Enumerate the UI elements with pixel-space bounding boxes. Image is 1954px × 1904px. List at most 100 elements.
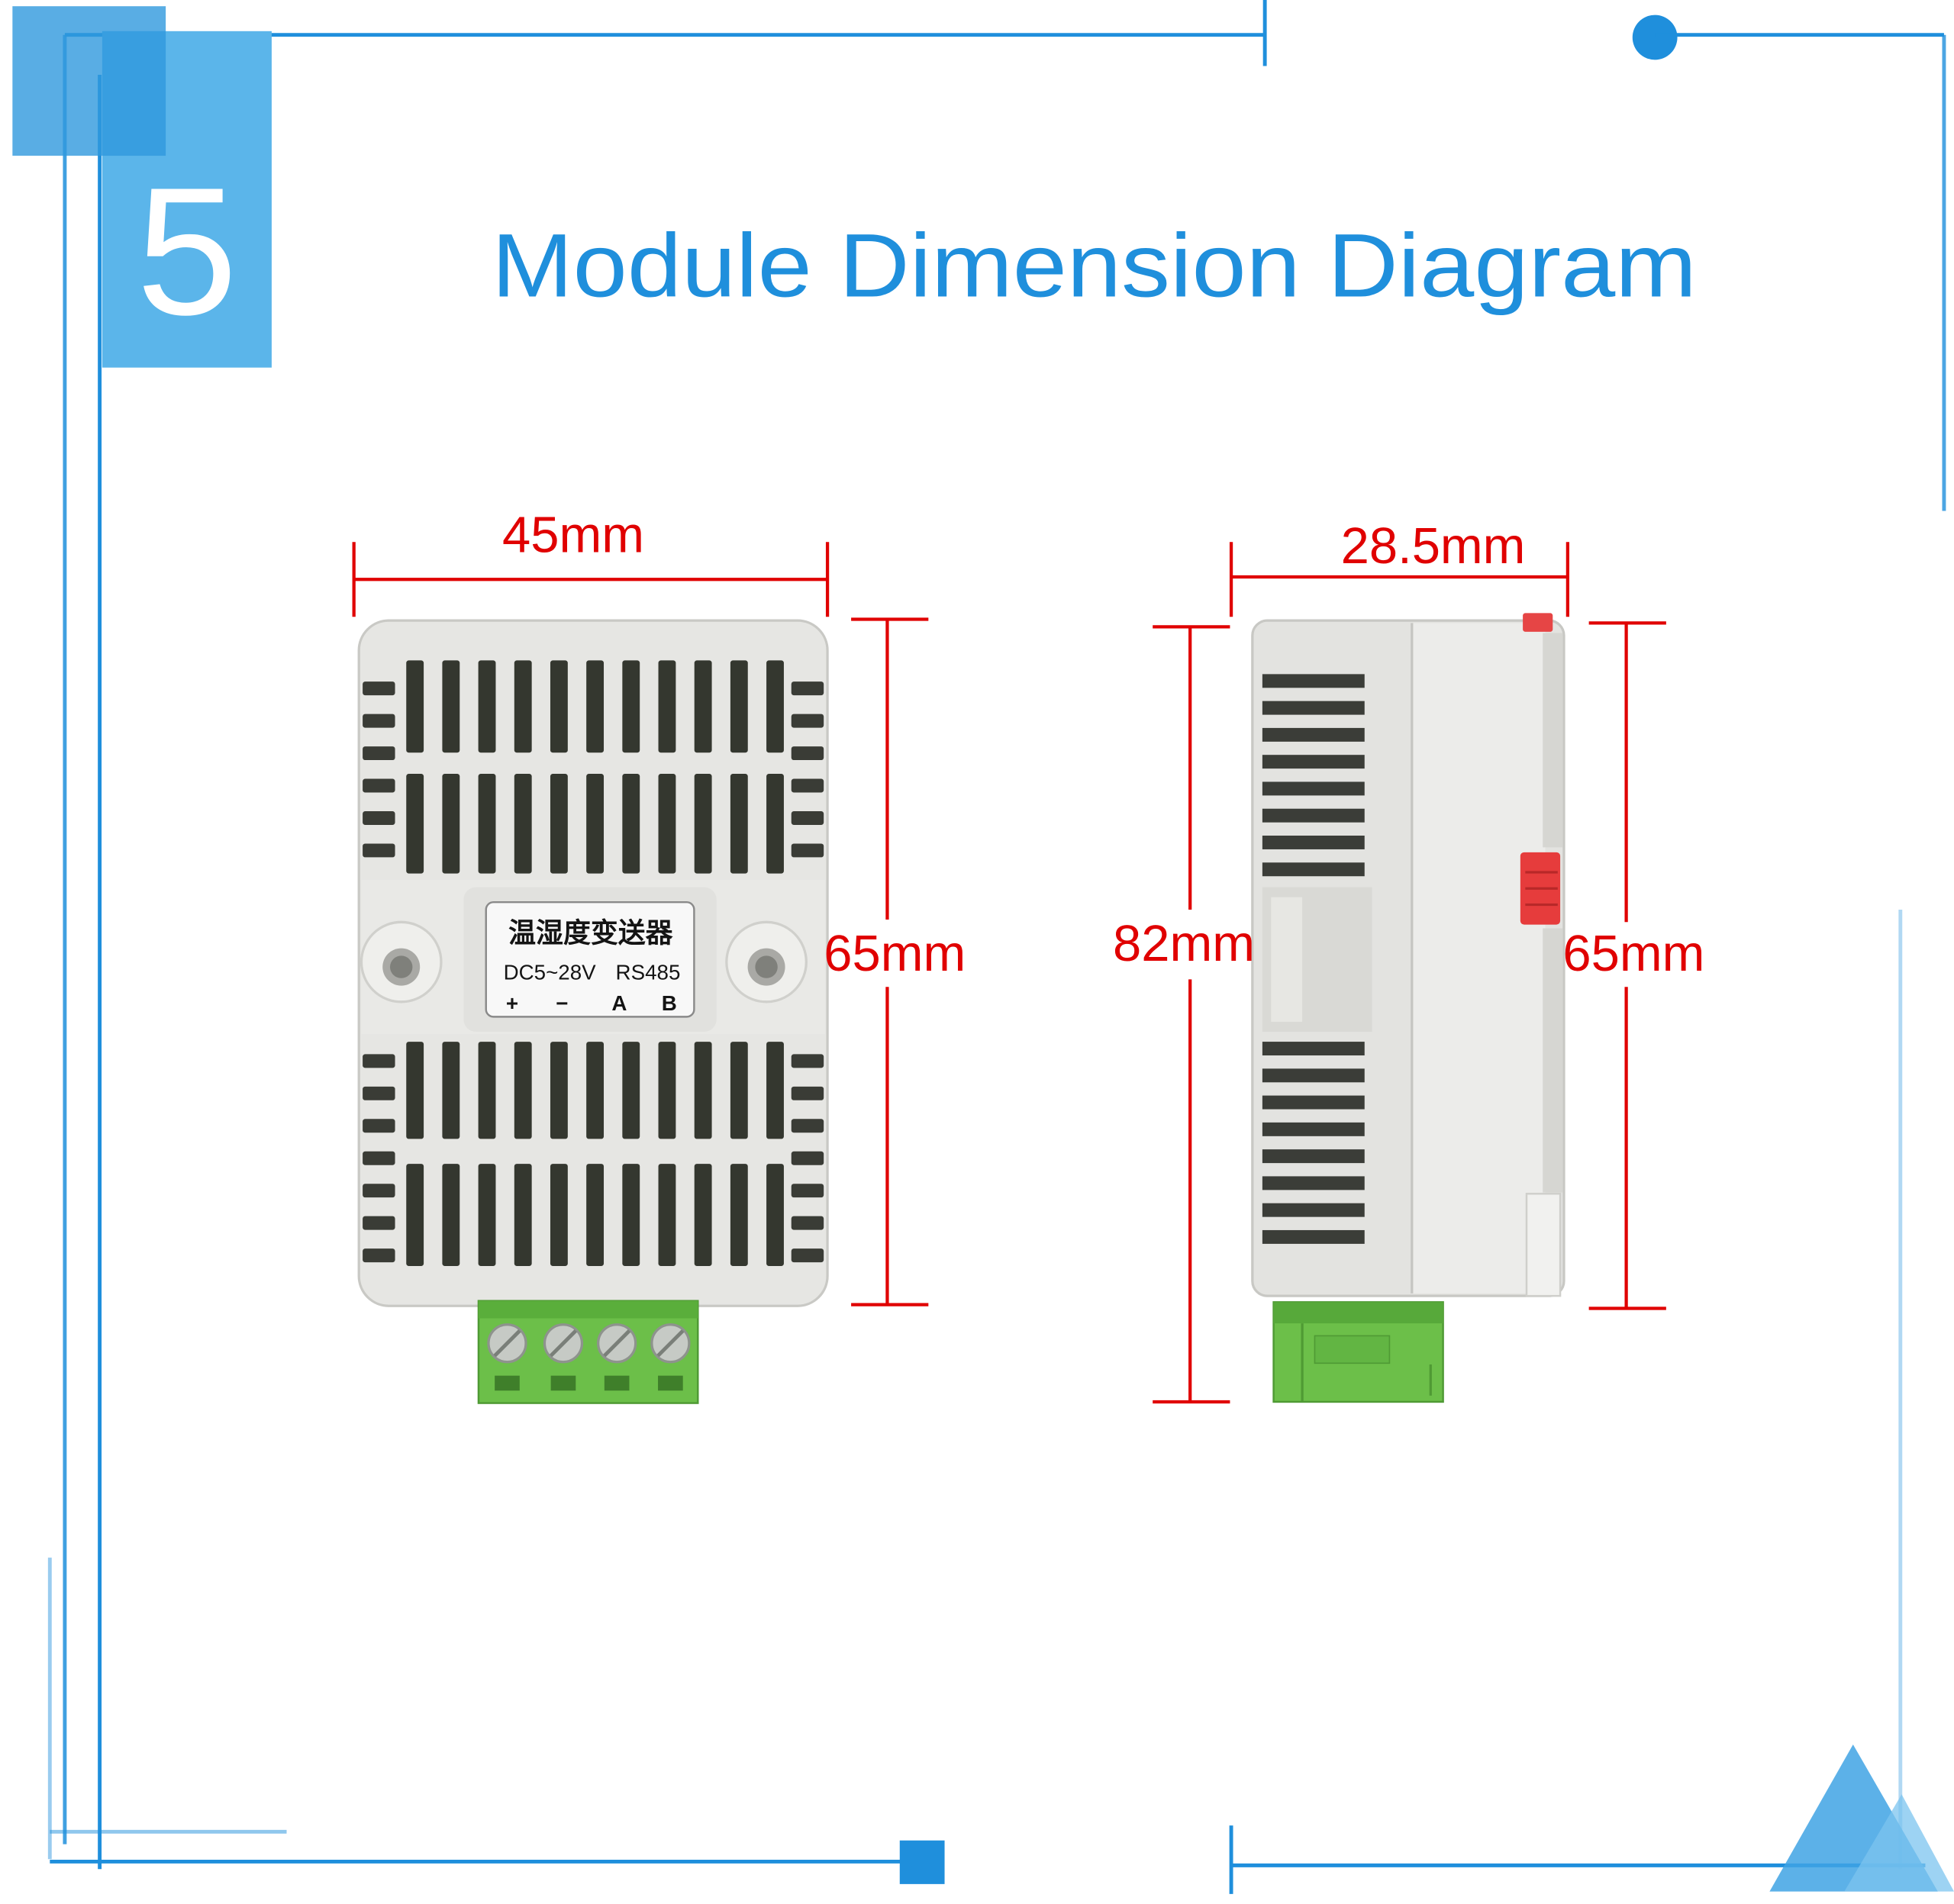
vent-slot [478, 774, 496, 874]
vent-slot [730, 1164, 748, 1266]
label-product-name: 温湿度变送器 [508, 917, 674, 948]
side-notch [791, 681, 824, 696]
page-title: Module Dimension Diagram [492, 216, 1697, 316]
dimension-side-total-height: 82mm [1113, 625, 1255, 1404]
vent-slot [1262, 1203, 1365, 1217]
terminal-wire-opening [604, 1375, 630, 1391]
front-view: 温湿度变送器 DC5~28V RS485 + − A B [357, 619, 829, 1404]
section-number: 5 [137, 149, 238, 353]
vent-slot [1262, 701, 1365, 715]
corner-triangle-small [1844, 1794, 1954, 1892]
vent-slot [1262, 1176, 1365, 1190]
vent-slot [478, 660, 496, 753]
side-view [1251, 613, 1565, 1403]
vent-slot [586, 774, 605, 874]
vent-slot [658, 660, 676, 753]
product-label: 温湿度变送器 DC5~28V RS485 + − A B [485, 900, 695, 1018]
vent-slot [442, 774, 460, 874]
vent-slot [1262, 1122, 1365, 1136]
vent-slot [1262, 727, 1365, 742]
label-protocol: RS485 [616, 960, 681, 984]
vent-slot [622, 774, 640, 874]
dimension-side-depth: 28.5mm [1229, 517, 1569, 617]
side-notch [363, 1216, 395, 1230]
vent-slot [586, 1164, 605, 1266]
vent-slot [550, 1164, 568, 1266]
side-notch [363, 843, 395, 858]
label-terminal-minus: − [556, 991, 568, 1015]
side-notch [791, 778, 824, 793]
vent-slot [1262, 835, 1365, 849]
vent-slot [478, 1042, 496, 1139]
vent-slot [1262, 781, 1365, 796]
side-notch [791, 1151, 824, 1165]
vent-slot [766, 1164, 784, 1266]
side-notch [363, 714, 395, 728]
side-notch [791, 1086, 824, 1100]
vent-slot [406, 660, 424, 753]
vent-slot [1262, 674, 1365, 688]
side-total-height-label: 82mm [1113, 915, 1255, 972]
vent-slot [1262, 755, 1365, 769]
side-notch [791, 1216, 824, 1230]
vent-slot [694, 1042, 712, 1139]
label-terminal-plus: + [506, 991, 518, 1015]
vent-slot [442, 1042, 460, 1139]
label-terminal-b: B [662, 991, 677, 1015]
vent-slot [730, 1042, 748, 1139]
label-terminal-a: A [611, 991, 627, 1015]
vent-slot [622, 1164, 640, 1266]
dimension-front-height: 65mm [824, 617, 966, 1306]
vent-slot [658, 774, 676, 874]
frame-top-dot [1632, 14, 1678, 60]
vent-slot [658, 1164, 676, 1266]
side-notch [363, 778, 395, 793]
terminal-screw [543, 1323, 584, 1364]
vent-slot [514, 660, 532, 753]
vent-slot [766, 1042, 784, 1139]
vent-slot [730, 660, 748, 753]
vent-slot [1262, 1042, 1365, 1056]
terminal-wire-opening [658, 1375, 683, 1391]
vent-slot [586, 660, 605, 753]
vent-slot [1262, 1229, 1365, 1244]
side-bottom-step [1525, 1193, 1562, 1297]
vent-slot [730, 774, 748, 874]
vent-slot [586, 1042, 605, 1139]
vent-slot [550, 1042, 568, 1139]
vent-slot [550, 660, 568, 753]
vent-slot [478, 1164, 496, 1266]
side-vent-slots [1262, 674, 1365, 1244]
terminal-wire-opening [550, 1375, 576, 1391]
vent-slot [406, 774, 424, 874]
side-notch [791, 714, 824, 728]
vent-slot [694, 660, 712, 753]
front-mount-ear-right [725, 920, 808, 1004]
side-notch [363, 1151, 395, 1165]
vent-slot [550, 774, 568, 874]
vent-slot [442, 660, 460, 753]
vent-slot [658, 1042, 676, 1139]
side-housing-right-section [1411, 623, 1546, 1293]
label-voltage: DC5~28V [504, 960, 597, 984]
side-notch [363, 1054, 395, 1068]
terminal-screw [487, 1323, 527, 1364]
front-vent-slots [363, 660, 824, 1266]
front-height-label: 65mm [824, 925, 966, 982]
dimension-side-body-height: 65mm [1562, 621, 1704, 1310]
vent-slot [514, 1164, 532, 1266]
vent-slot [694, 1164, 712, 1266]
side-notch [363, 1119, 395, 1133]
vent-slot [514, 1042, 532, 1139]
vent-slot [406, 1164, 424, 1266]
side-notch [363, 810, 395, 825]
section-badge-accent-square [12, 6, 166, 156]
side-notch [363, 1184, 395, 1198]
vent-slot [1262, 1095, 1365, 1110]
side-notch [363, 746, 395, 761]
vent-slot [406, 1042, 424, 1139]
side-notch [791, 746, 824, 761]
side-body-height-label: 65mm [1562, 925, 1704, 982]
vent-slot [1262, 1068, 1365, 1083]
